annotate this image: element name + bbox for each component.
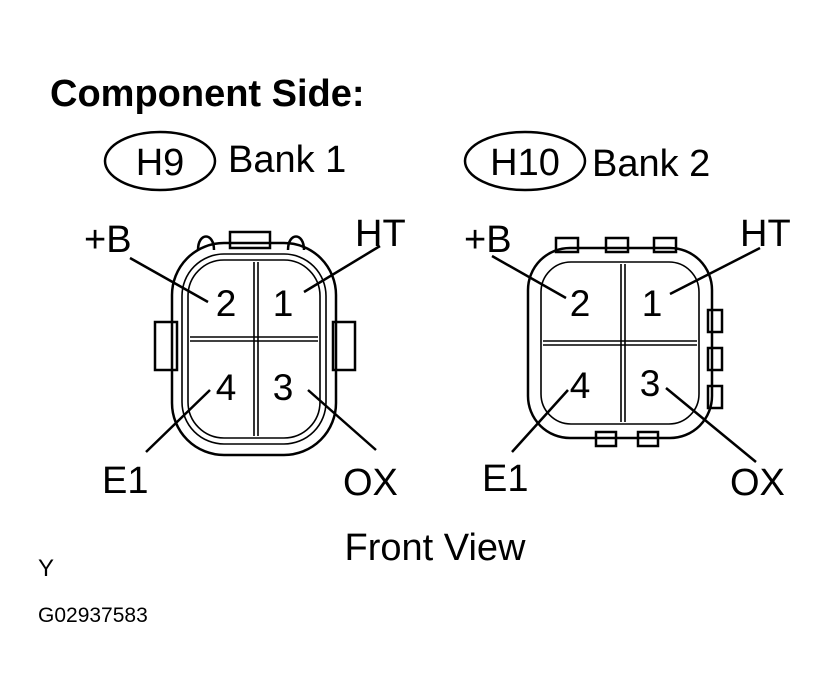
signal-label: HT [355,213,406,255]
leader-line [307,389,377,451]
pin-3: 3 [273,367,294,408]
leader-line [511,389,569,453]
signal-label: OX [730,462,785,504]
leader-line [665,387,757,463]
leader-line [491,254,567,300]
signal-label: +B [464,219,512,261]
connector-h10: H10 Bank 2 2 1 4 3 [463,130,791,504]
signal-label: +B [84,219,132,261]
bank-label: Bank 1 [228,139,346,181]
connector-housing [153,230,357,457]
signal-label: E1 [482,458,528,500]
leader-line [145,389,211,453]
bank-label: Bank 2 [592,143,710,185]
pin-1: 1 [273,283,294,324]
connector-id-badge [103,130,217,192]
connector-housing [526,236,724,448]
leader-line [129,256,209,304]
diagram-title: Component Side: [50,73,365,115]
signal-label: E1 [102,460,148,502]
pin-4: 4 [570,365,591,406]
pin-2: 2 [216,283,237,324]
connector-h9: H9 Bank 1 2 1 4 3 [84,130,406,504]
pin-3: 3 [640,363,661,404]
connector-id: H9 [136,142,185,184]
connector-id: H10 [490,142,560,184]
connector-id-badge [463,130,587,192]
signal-label: HT [740,213,791,255]
footer-letter: Y [38,555,54,582]
signal-label: OX [343,462,398,504]
pin-4: 4 [216,367,237,408]
leader-line [669,246,761,296]
pin-2: 2 [570,283,591,324]
pin-1: 1 [642,283,663,324]
leader-line [303,244,381,294]
view-caption: Front View [345,527,526,569]
figure-code: G02937583 [38,604,148,627]
